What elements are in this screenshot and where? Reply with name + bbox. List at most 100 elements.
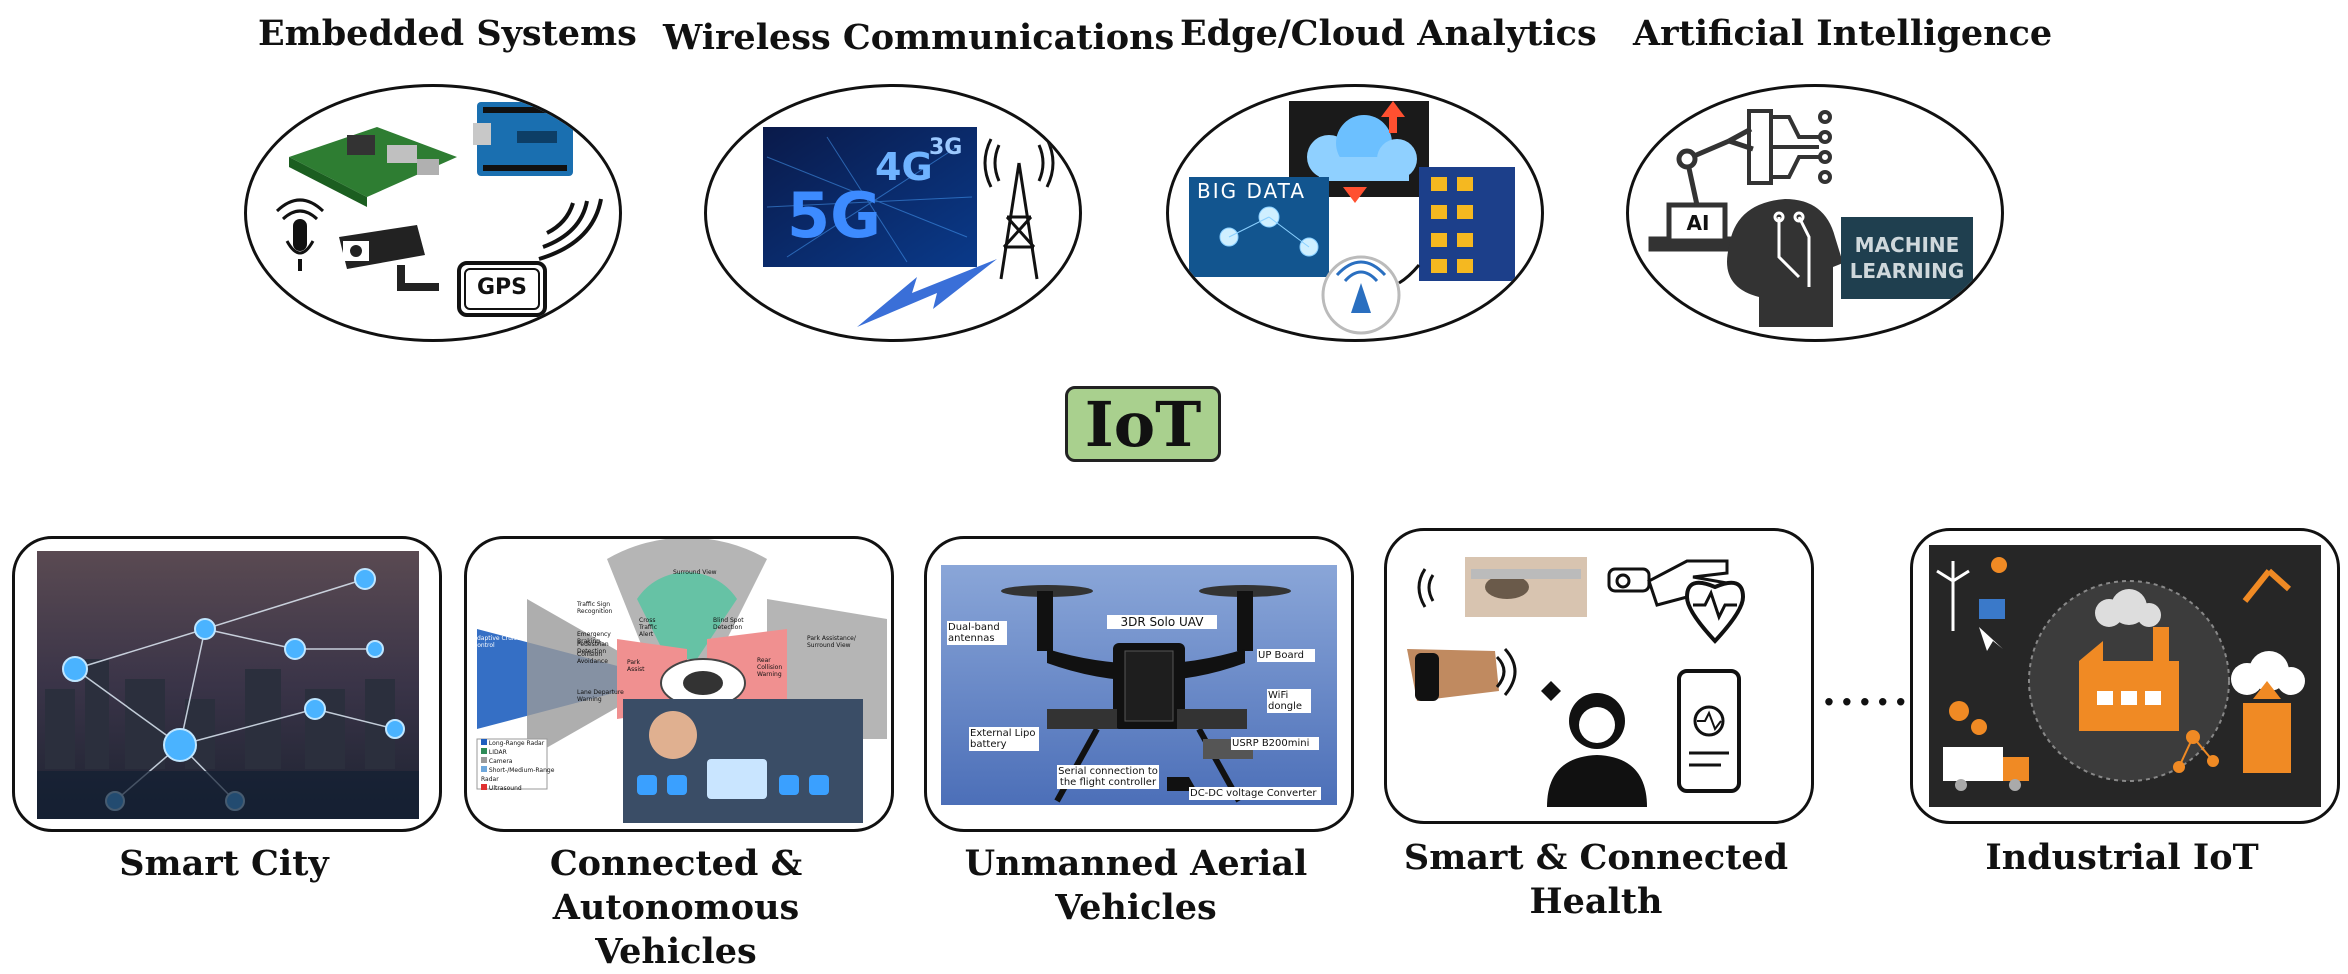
lightning-bolt-icon [857, 259, 997, 327]
health-label-line2: Health [1529, 881, 1663, 922]
embedded-systems-illustration [275, 102, 603, 317]
robotic-hand-icon [1607, 559, 1729, 607]
smart-city-label: Smart City [119, 843, 329, 884]
sensor-label-rear-collision: Rear Collision Warning [757, 657, 783, 678]
uav-label-line1: Unmanned Aerial [964, 843, 1308, 884]
legend-item-ultrasound: Ultrasound [481, 784, 561, 793]
uav-title: 3DR Solo UAV [1107, 615, 1217, 629]
cloud-upload-icon [2231, 651, 2305, 773]
sensor-label-emergency-braking: Emergency Braking [577, 631, 611, 645]
sensor-label-adaptive-cruise: Adaptive Cruise Control [473, 635, 521, 649]
industrial-iot-illustration [1929, 545, 2321, 807]
doctor-icon [1541, 681, 1647, 807]
artificial-intelligence-oval: AI MACHINE LEARNING [1626, 84, 2004, 342]
cloud-icon [1307, 101, 1417, 203]
uav-callout-battery: External Lipo battery [969, 727, 1039, 751]
gear-icon [1949, 701, 1987, 735]
cursor-icon [1979, 627, 2003, 651]
sensor-label-collision: Collision Avoidance [577, 651, 608, 665]
legend-item-long-range-radar: Long-Range Radar [481, 739, 561, 748]
title-edge-cloud-analytics: Edge/Cloud Analytics [1180, 13, 1597, 54]
text-5g: 5G [787, 179, 882, 252]
title-embedded-systems: Embedded Systems [258, 13, 637, 54]
arduino-board [473, 102, 573, 176]
sensor-label-surround-view-top: Surround View [673, 569, 717, 576]
wind-turbine-icon [1936, 561, 1970, 631]
health-label: Smart & Connected Health [1384, 836, 1808, 924]
sensor-label-cross-traffic: Cross Traffic Alert [639, 617, 658, 638]
sensor-label-park-assistance-rear: Park Assistance/ Surround View [807, 635, 856, 649]
embedded-systems-oval: GPS [244, 84, 622, 342]
phone-health-app-icon [1677, 669, 1741, 793]
ai-illustration [1648, 109, 1973, 327]
analytics-illustration [1189, 101, 1515, 335]
microphone-icon [275, 198, 325, 271]
industrial-iot-card [1910, 528, 2340, 824]
machine-learning-line1: MACHINE [1854, 233, 1960, 257]
wireless-communications-oval: 5G 4G 3G [704, 84, 1082, 342]
uav-card: 3DR Solo UAV Dual-band antennas UP Board… [924, 536, 1354, 832]
sensor-label-pedestrian: Pedestrian Detection [577, 641, 609, 655]
sun-icon [1991, 557, 2007, 573]
sensor-label-park-assist-front: Park Assist [627, 659, 645, 673]
uav-label-line2: Vehicles [1055, 887, 1217, 928]
health-illustration [1407, 557, 1746, 807]
robot-arm-icon [2242, 568, 2292, 603]
more-applications-ellipsis: ...... [1822, 668, 1930, 715]
legend-item-lidar: LIDAR [481, 748, 561, 757]
wifi-router-icon [1321, 255, 1421, 335]
wireless-illustration [763, 127, 1055, 327]
5g-network-image [763, 127, 977, 267]
edge-cloud-analytics-oval: BIG DATA [1166, 84, 1544, 342]
truck-icon [1943, 747, 2029, 791]
factory-icon [2079, 589, 2179, 731]
text-3g: 3G [929, 135, 963, 160]
title-artificial-intelligence: Artificial Intelligence [1633, 13, 2053, 54]
vehicle-legend: Long-Range Radar LIDAR Camera Short-/Med… [481, 739, 561, 793]
network-nodes-icon [2173, 730, 2219, 773]
legend-item-short-medium-range-radar: Short-/Medium-Range Radar [481, 766, 555, 783]
uav-callout-wifi: WiFi dongle [1267, 689, 1311, 713]
uav-callout-dcdc: DC-DC voltage Converter [1189, 787, 1321, 800]
vehicle-sensors-diagram [476, 539, 887, 823]
connected-vehicles-label-line1: Connected & Autonomous [549, 843, 803, 928]
connected-vehicles-card: Long-Range Radar LIDAR Camera Short-/Med… [464, 536, 894, 832]
antenna-tower-icon [983, 138, 1055, 280]
big-data-label: BIG DATA [1197, 179, 1306, 203]
circuit-brain-icon [1747, 109, 1832, 185]
text-4g: 4G [875, 145, 933, 189]
smart-city-card [12, 536, 442, 832]
smart-city-image [37, 551, 419, 819]
gps-label: GPS [476, 275, 528, 300]
uav-image [941, 565, 1337, 805]
gps-module-icon [457, 261, 547, 317]
legend-item-camera: Camera [481, 757, 561, 766]
raspberry-pi-board [289, 127, 457, 207]
connected-vehicles-label: Connected & Autonomous Vehicles [440, 842, 912, 974]
sensor-label-traffic-sign: Traffic Sign Recognition [577, 601, 613, 615]
big-data-image [1189, 177, 1329, 277]
sensor-label-lane-departure: Lane Departure Warning [577, 689, 624, 703]
smart-glasses-icon [1417, 557, 1587, 617]
uav-label: Unmanned Aerial Vehicles [904, 842, 1368, 930]
uav-callout-serial: Serial connection to the flight controll… [1057, 765, 1159, 789]
heart-pulse-icon [1684, 580, 1746, 644]
health-card [1384, 528, 1814, 824]
ai-chip-label: AI [1686, 211, 1710, 235]
solar-panel-icon [1979, 599, 2005, 619]
iot-center-label: IoT [1065, 386, 1221, 462]
connected-vehicles-label-line2: Vehicles [595, 931, 757, 972]
smartwatch-wrist-icon [1407, 647, 1517, 701]
wireless-signal-icon [538, 198, 603, 261]
uav-callout-up-board: UP Board [1257, 649, 1315, 662]
machine-learning-image [1841, 217, 1973, 299]
head-circuit-icon [1727, 199, 1843, 327]
machine-learning-line2: LEARNING [1849, 259, 1965, 283]
industrial-iot-label: Industrial IoT [1985, 837, 2259, 878]
uav-callout-usrp: USRP B200mini [1231, 737, 1319, 750]
health-label-line1: Smart & Connected [1403, 837, 1789, 878]
uav-callout-antennas: Dual-band antennas [947, 621, 1007, 645]
title-wireless-communications: Wireless Communications [663, 17, 1175, 58]
sensor-label-blind-spot: Blind Spot Detection [713, 617, 744, 631]
cctv-camera-icon [339, 225, 439, 291]
